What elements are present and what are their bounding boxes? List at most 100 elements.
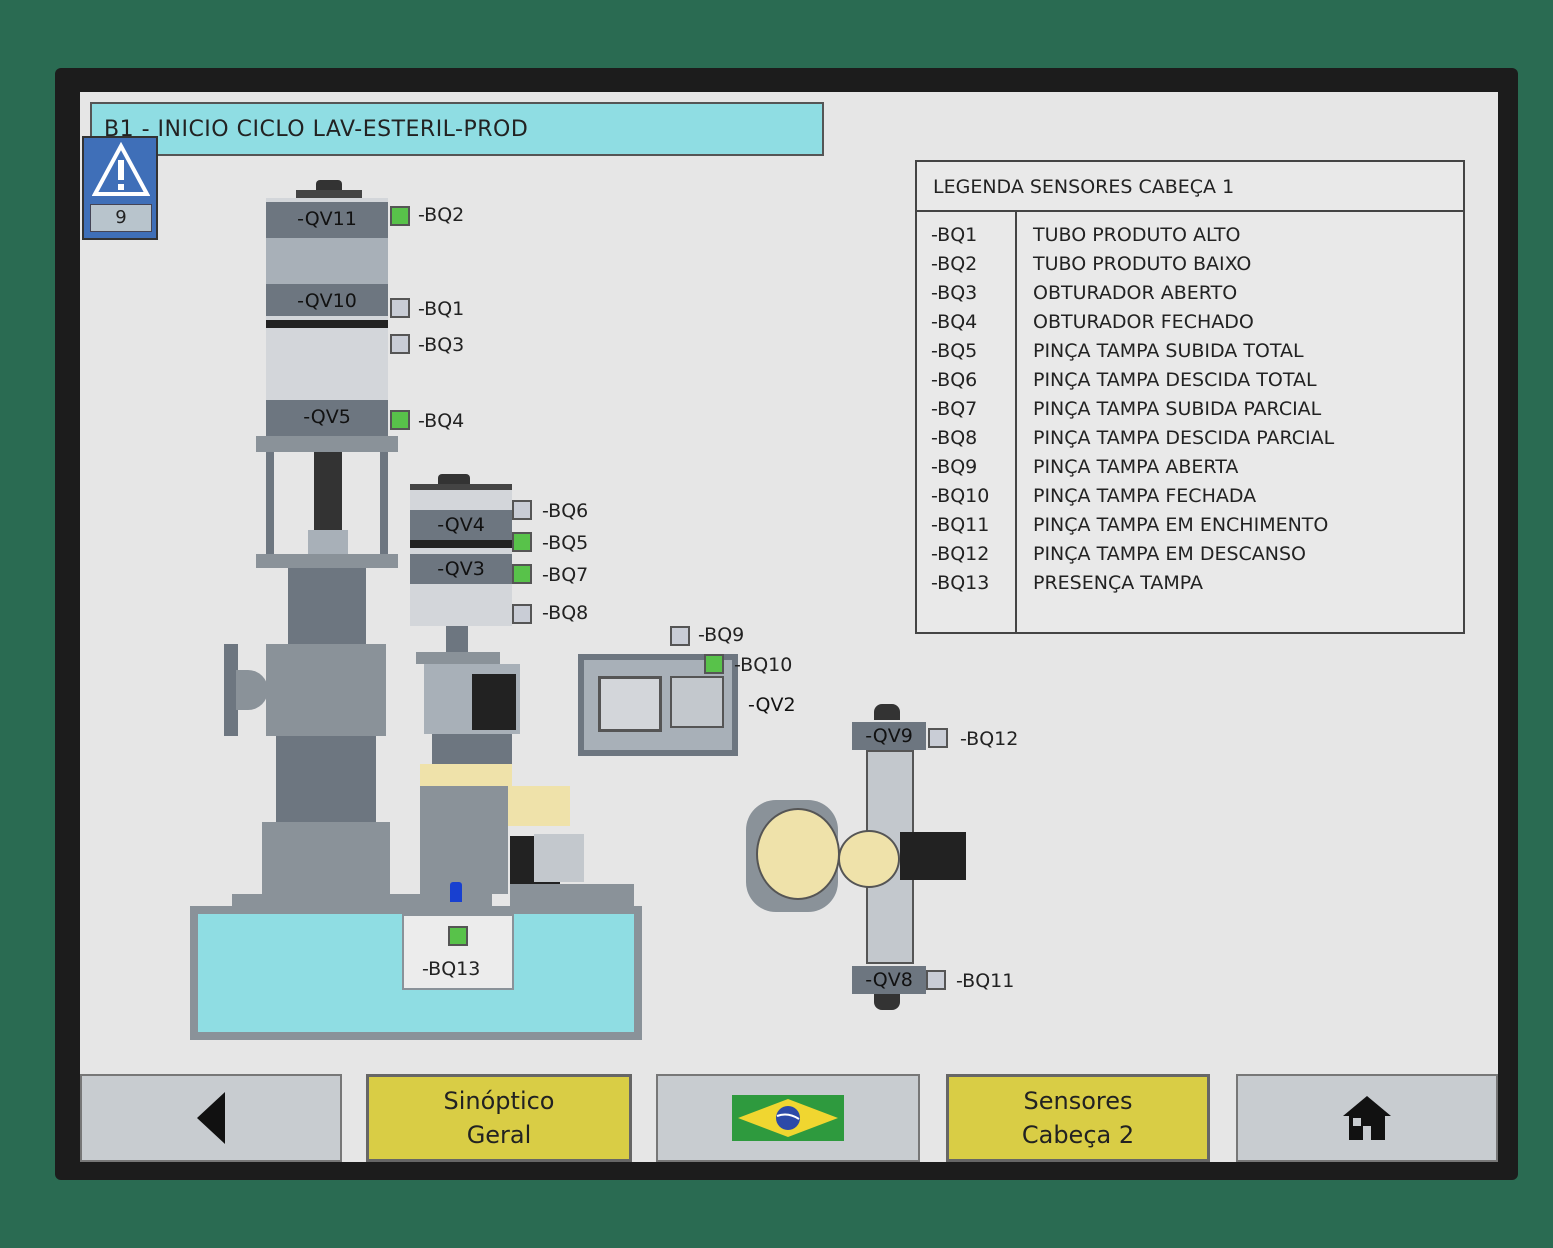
sensor-bq7[interactable]	[512, 564, 532, 584]
capper-rod	[446, 626, 468, 652]
alarm-indicator[interactable]: 9	[82, 136, 158, 240]
sensor-bq13-label: -BQ13	[422, 958, 481, 980]
capper-divider	[410, 540, 512, 548]
legend-desc: PINÇA TAMPA ABERTA	[1033, 456, 1239, 478]
sensor-bq10[interactable]	[704, 654, 724, 674]
sensor-bq2[interactable]	[390, 206, 410, 226]
column-base	[262, 822, 390, 894]
valve-qv11-body	[266, 202, 388, 238]
sensor-bq2-label: -BQ2	[418, 204, 465, 226]
legend-code: -BQ7	[931, 398, 978, 420]
legend-desc: PINÇA TAMPA DESCIDA TOTAL	[1033, 369, 1317, 391]
side-inlet-flange	[224, 644, 238, 736]
side-inlet-pipe	[236, 670, 268, 710]
legend-code: -BQ4	[931, 311, 978, 333]
rotary-top-cap	[874, 704, 900, 720]
capper-flange	[416, 652, 500, 664]
synoptic-general-button[interactable]: Sinóptico Geral	[366, 1074, 632, 1162]
bottom-navigation: Sinóptico Geral Sensores Cabeça 2	[80, 1074, 1498, 1162]
cap-presence-marker	[450, 882, 462, 902]
legend-title: LEGENDA SENSORES CABEÇA 1	[917, 162, 1463, 212]
valve-qv2[interactable]: -QV2	[748, 694, 796, 716]
brazil-flag-icon	[732, 1095, 844, 1141]
valve-qv4-body	[410, 510, 512, 540]
sensor-bq5[interactable]	[512, 532, 532, 552]
legend-code: -BQ8	[931, 427, 978, 449]
legend-row: -BQ9 PINÇA TAMPA ABERTA	[917, 456, 1463, 485]
rotary-arm-dark	[900, 832, 966, 880]
sensor-bq12[interactable]	[928, 728, 948, 748]
legend-desc: PRESENÇA TAMPA	[1033, 572, 1204, 594]
cap-feeder-block	[534, 834, 584, 882]
legend-code: -BQ3	[931, 282, 978, 304]
column-flange-mid	[256, 554, 398, 568]
sensor-bq9[interactable]	[670, 626, 690, 646]
back-button[interactable]	[80, 1074, 342, 1162]
page-title: B1 - INICIO CICLO LAV-ESTERIL-PROD	[90, 102, 824, 156]
sensor-bq3-label: -BQ3	[418, 334, 465, 356]
valve-qv2-body	[670, 676, 724, 728]
sensor-bq12-label: -BQ12	[960, 728, 1019, 750]
valve-qv5[interactable]: -QV5	[303, 406, 351, 428]
legend-desc: PINÇA TAMPA EM ENCHIMENTO	[1033, 514, 1329, 536]
gripper-inner	[598, 676, 662, 732]
sensor-bq1-label: -BQ1	[418, 298, 465, 320]
valve-qv8[interactable]: -QV8	[865, 969, 913, 991]
column-rod-right	[380, 452, 388, 554]
sensors-head-2-button[interactable]: Sensores Cabeça 2	[946, 1074, 1210, 1162]
home-icon	[1343, 1096, 1391, 1140]
valve-qv9-body	[852, 722, 926, 750]
valve-qv11[interactable]: -QV11	[297, 208, 357, 230]
sensor-bq6[interactable]	[512, 500, 532, 520]
cap-disc-small	[838, 830, 900, 888]
cap-disc-large	[756, 808, 840, 900]
legend-code: -BQ13	[931, 572, 990, 594]
language-button[interactable]	[656, 1074, 920, 1162]
sensor-bq4[interactable]	[390, 410, 410, 430]
piston-coupling	[308, 530, 348, 554]
sensor-bq8-label: -BQ8	[542, 602, 589, 624]
legend-code: -BQ2	[931, 253, 978, 275]
sensor-bq3[interactable]	[390, 334, 410, 354]
legend-desc: PINÇA TAMPA SUBIDA TOTAL	[1033, 340, 1304, 362]
valve-qv8-body	[852, 966, 926, 994]
sensor-bq8[interactable]	[512, 604, 532, 624]
legend-desc: PINÇA TAMPA DESCIDA PARCIAL	[1033, 427, 1335, 449]
sensor-bq13[interactable]	[448, 926, 468, 946]
sensor-bq1[interactable]	[390, 298, 410, 318]
legend-code: -BQ9	[931, 456, 978, 478]
legend-code: -BQ5	[931, 340, 978, 362]
legend-desc: TUBO PRODUTO BAIXO	[1033, 253, 1252, 275]
valve-qv10[interactable]: -QV10	[297, 290, 357, 312]
valve-qv4[interactable]: -QV4	[437, 514, 485, 536]
legend-row: -BQ8 PINÇA TAMPA DESCIDA PARCIAL	[917, 427, 1463, 456]
legend-desc: TUBO PRODUTO ALTO	[1033, 224, 1241, 246]
legend-code: -BQ10	[931, 485, 990, 507]
valve-qv3[interactable]: -QV3	[437, 558, 485, 580]
valve-qv9[interactable]: -QV9	[865, 725, 913, 747]
sensor-bq11[interactable]	[926, 970, 946, 990]
rotary-bottom-cap	[874, 994, 900, 1010]
back-arrow-icon	[197, 1092, 225, 1144]
column-rod-left	[266, 452, 274, 554]
legend-row: -BQ13 PRESENÇA TAMPA	[917, 572, 1463, 601]
legend-desc: PINÇA TAMPA FECHADA	[1033, 485, 1257, 507]
base-plate	[232, 894, 492, 908]
sensor-bq10-label: -BQ10	[734, 654, 793, 676]
capper-clamp-dark	[472, 674, 516, 730]
valve-qv3-body	[410, 554, 512, 584]
capper-cap	[438, 474, 470, 484]
column-body	[266, 644, 386, 736]
valve-qv10-body	[266, 284, 388, 316]
legend-code: -BQ12	[931, 543, 990, 565]
home-button[interactable]	[1236, 1074, 1498, 1162]
cap-feeder-rail	[510, 884, 634, 906]
filler-body	[420, 786, 508, 894]
valve-qv5-body	[266, 400, 388, 436]
